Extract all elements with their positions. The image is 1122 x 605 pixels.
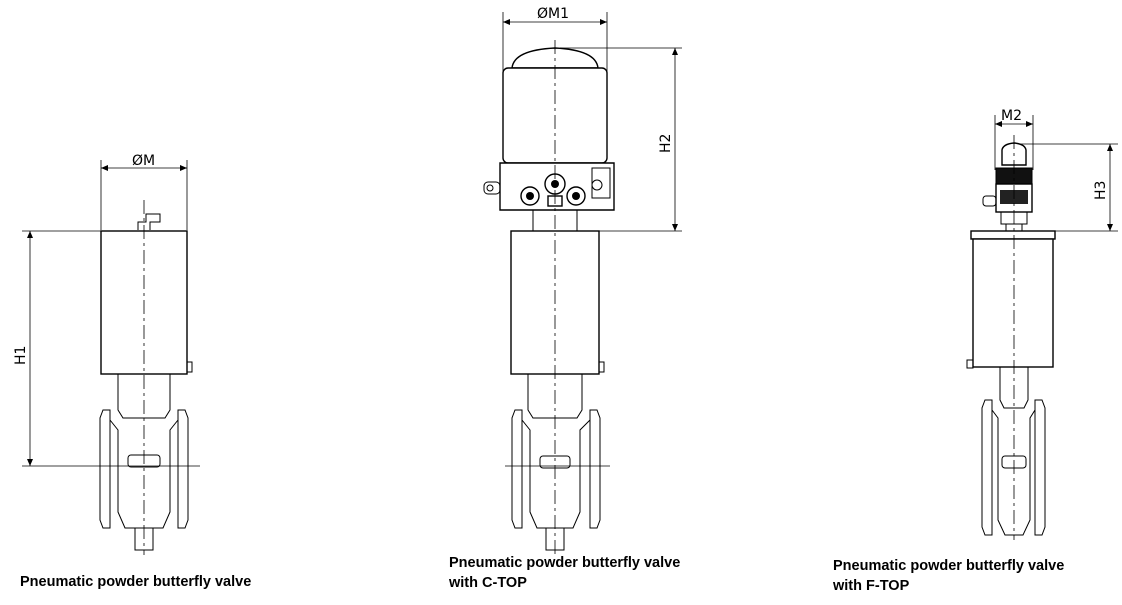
valve-standard-drawing: ØM H1 — [13, 153, 200, 555]
caption-c-top-line1: Pneumatic powder butterfly valve — [449, 555, 681, 571]
dimension-height-h3: H3 — [1093, 181, 1109, 200]
valve-c-top-drawing: ØM1 H2 — [483, 6, 682, 555]
dimension-height-h2: H2 — [658, 134, 674, 153]
dimension-diameter-m1: ØM1 — [537, 6, 569, 22]
dimension-height-h1: H1 — [13, 346, 29, 365]
dimension-m2: M2 — [1001, 108, 1022, 124]
caption-f-top-line1: Pneumatic powder butterfly valve — [833, 558, 1065, 574]
caption-standard-line1: Pneumatic powder butterfly valve — [20, 574, 252, 590]
valve-f-top-drawing: M2 H3 — [966, 108, 1118, 540]
dimension-diameter-m: ØM — [132, 153, 155, 169]
caption-f-top: Pneumatic powder butterfly valve with F-… — [833, 556, 1064, 596]
caption-c-top-line2: with C-TOP — [449, 575, 527, 591]
caption-standard: Pneumatic powder butterfly valve — [20, 572, 251, 592]
caption-c-top: Pneumatic powder butterfly valve with C-… — [449, 553, 680, 593]
caption-f-top-line2: with F-TOP — [833, 578, 910, 594]
